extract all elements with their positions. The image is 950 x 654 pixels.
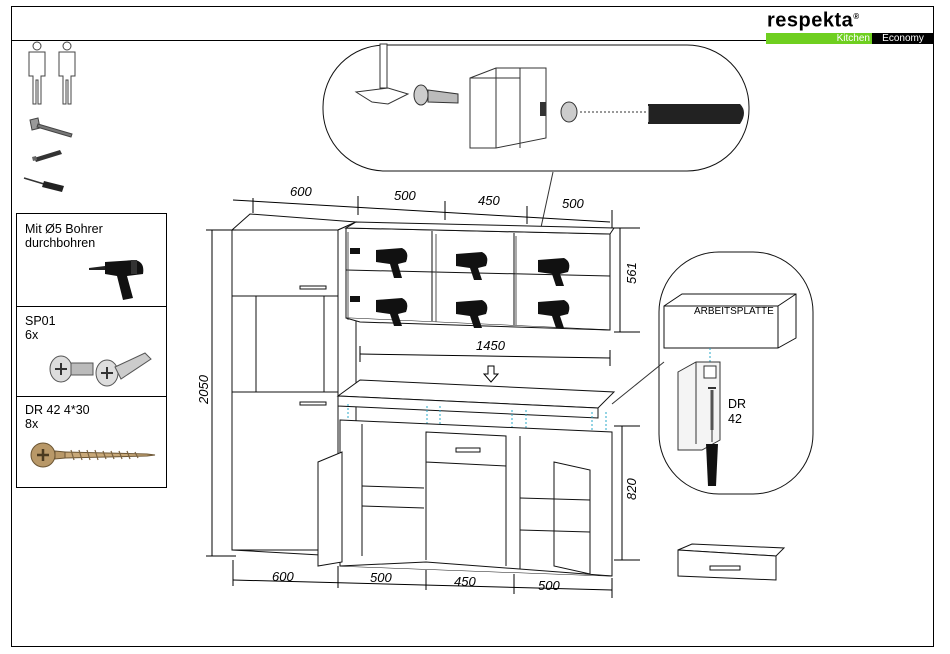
dim-bottom-3: 450 [454, 574, 476, 589]
dim-top-3: 450 [478, 193, 500, 208]
arrow-down-icon [484, 366, 498, 382]
dim-total-height: 2050 [196, 374, 211, 405]
screwdriver-icon [706, 444, 718, 486]
dim-wall-height: 561 [624, 262, 639, 284]
worktop-label: ARBEITSPLATTE [694, 306, 774, 317]
worktop [338, 380, 614, 418]
base-cabinets [318, 420, 612, 576]
dim-base-height: 820 [624, 478, 639, 500]
detail-callout-top [323, 44, 749, 232]
dim-bottom-1: 600 [272, 569, 294, 584]
screw-label-line: 42 [728, 412, 742, 426]
hammer-icon [30, 118, 72, 137]
screwdriver-icon [24, 178, 64, 192]
dim-top-2: 500 [394, 188, 416, 203]
screwdriver-icon [648, 104, 744, 124]
assembly-persons-icon [29, 42, 75, 104]
dim-worktop: 1450 [476, 338, 506, 353]
dim-top-1: 600 [290, 184, 312, 199]
dim-bottom-2: 500 [370, 570, 392, 585]
dim-bottom-4: 500 [538, 578, 560, 593]
drawer-detail [678, 544, 784, 580]
dim-top-4: 500 [562, 196, 584, 211]
screw-tool-icon [32, 150, 62, 162]
screw-label-line: DR [728, 397, 746, 411]
